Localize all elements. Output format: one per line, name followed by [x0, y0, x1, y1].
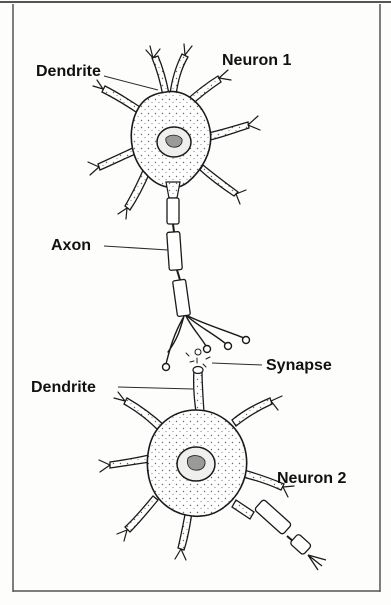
terminal-bouton [225, 343, 232, 350]
terminal-bouton [163, 364, 170, 371]
myelin-sheath-3 [173, 279, 191, 316]
terminal-bouton [204, 346, 211, 353]
axon-hillock [166, 182, 180, 198]
label-neuron-2: Neuron 2 [277, 470, 346, 487]
myelin-sheath-2 [167, 232, 183, 271]
neuron-2-receiving-dendrite [194, 370, 204, 412]
neuron-2 [99, 367, 326, 571]
neuron-1-nucleolus [166, 135, 182, 147]
terminal-bouton [243, 337, 250, 344]
neuron-2-axon [232, 499, 326, 570]
synapse-pointer [212, 363, 262, 365]
label-synapse: Synapse [266, 357, 332, 374]
axon [166, 182, 190, 317]
neuron-2-nucleolus [187, 456, 205, 471]
myelin-sheath-1 [167, 198, 179, 224]
dendrite-top-pointer [104, 76, 158, 90]
label-neuron-1: Neuron 1 [222, 52, 291, 69]
dendrite-bottom-pointer [118, 387, 193, 389]
label-dendrite-bottom: Dendrite [31, 379, 96, 396]
label-axon: Axon [51, 237, 91, 254]
axon-terminals [163, 316, 250, 371]
axon-pointer [104, 246, 168, 250]
label-dendrite-top: Dendrite [36, 63, 101, 80]
